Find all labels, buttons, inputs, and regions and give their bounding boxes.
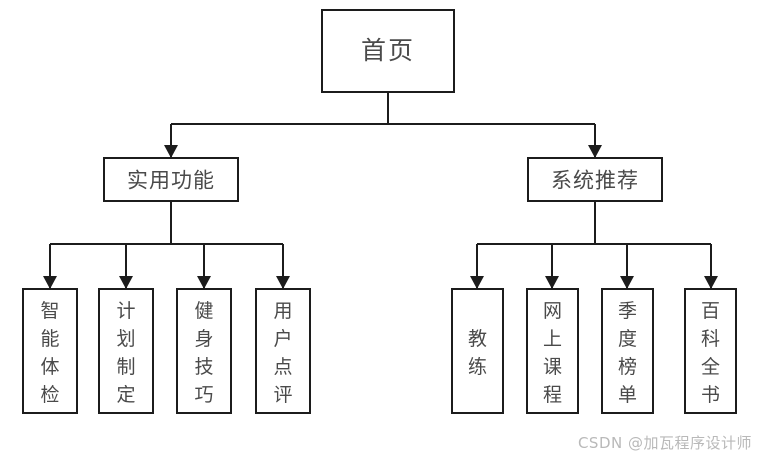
node-box-encyclopedia <box>684 288 737 414</box>
node-label-fitness-tips: 健 <box>194 300 213 322</box>
arrow-head-icon <box>43 276 57 289</box>
node-label-quarterly-rank: 榜 <box>618 356 637 378</box>
node-box-smart-exam <box>22 288 78 414</box>
node-label-quarterly-rank: 季 <box>618 300 637 322</box>
node-label-online-course: 程 <box>543 384 562 406</box>
arrow-head-icon <box>276 276 290 289</box>
arrow-head-icon <box>588 145 602 158</box>
node-recommend[interactable]: 系统推荐 <box>527 157 663 202</box>
node-box-recommend <box>527 157 663 202</box>
node-box-online-course <box>526 288 579 414</box>
connector-layer <box>43 92 718 289</box>
node-box-plan-making <box>98 288 154 414</box>
node-coach[interactable]: 教练 <box>451 288 504 414</box>
arrow-head-icon <box>470 276 484 289</box>
arrow-head-icon <box>119 276 133 289</box>
node-label-online-course: 课 <box>543 356 562 378</box>
node-label-plan-making: 制 <box>116 356 135 378</box>
node-box-quarterly-rank <box>601 288 654 414</box>
node-label-encyclopedia: 全 <box>701 356 720 378</box>
node-root[interactable]: 首页 <box>321 9 455 93</box>
node-label-coach: 教 <box>468 328 487 350</box>
arrow-head-icon <box>620 276 634 289</box>
node-label-quarterly-rank: 度 <box>618 328 637 350</box>
node-label-encyclopedia: 书 <box>701 384 720 406</box>
node-label-recommend: 系统推荐 <box>551 169 639 193</box>
node-label-encyclopedia: 百 <box>701 301 720 322</box>
arrow-head-icon <box>704 276 718 289</box>
arrow-head-icon <box>545 276 559 289</box>
csdn-watermark: CSDN @加瓦程序设计师 <box>577 434 752 452</box>
node-box-user-review <box>255 288 311 414</box>
node-label-fitness-tips: 巧 <box>194 385 213 406</box>
node-label-smart-exam: 智 <box>40 300 59 322</box>
node-label-smart-exam: 能 <box>40 328 59 350</box>
node-label-user-review: 点 <box>273 356 292 378</box>
node-box-root <box>321 9 455 93</box>
node-label-online-course: 上 <box>543 328 562 350</box>
arrow-head-icon <box>197 276 211 289</box>
node-layer: 首页实用功能系统推荐智能体检计划制定健身技巧用户点评教练网上课程季度榜单百科全书 <box>22 9 737 414</box>
node-label-practical: 实用功能 <box>127 169 215 193</box>
node-label-plan-making: 划 <box>116 328 135 350</box>
node-label-smart-exam: 体 <box>40 356 59 378</box>
node-label-smart-exam: 检 <box>40 384 59 406</box>
node-label-encyclopedia: 科 <box>701 328 720 350</box>
node-label-user-review: 评 <box>273 385 292 406</box>
node-box-fitness-tips <box>176 288 232 414</box>
node-label-plan-making: 定 <box>116 384 135 406</box>
node-label-user-review: 用 <box>273 301 292 322</box>
node-label-quarterly-rank: 单 <box>618 384 637 406</box>
node-label-fitness-tips: 身 <box>194 328 213 350</box>
arrow-head-icon <box>164 145 178 158</box>
node-label-coach: 练 <box>468 356 487 378</box>
node-practical[interactable]: 实用功能 <box>103 157 239 202</box>
node-label-plan-making: 计 <box>116 300 135 322</box>
node-label-root: 首页 <box>361 37 415 65</box>
node-label-fitness-tips: 技 <box>194 356 213 378</box>
node-label-online-course: 网 <box>543 301 562 322</box>
node-box-coach <box>451 288 504 414</box>
node-label-user-review: 户 <box>273 328 292 350</box>
node-box-practical <box>103 157 239 202</box>
